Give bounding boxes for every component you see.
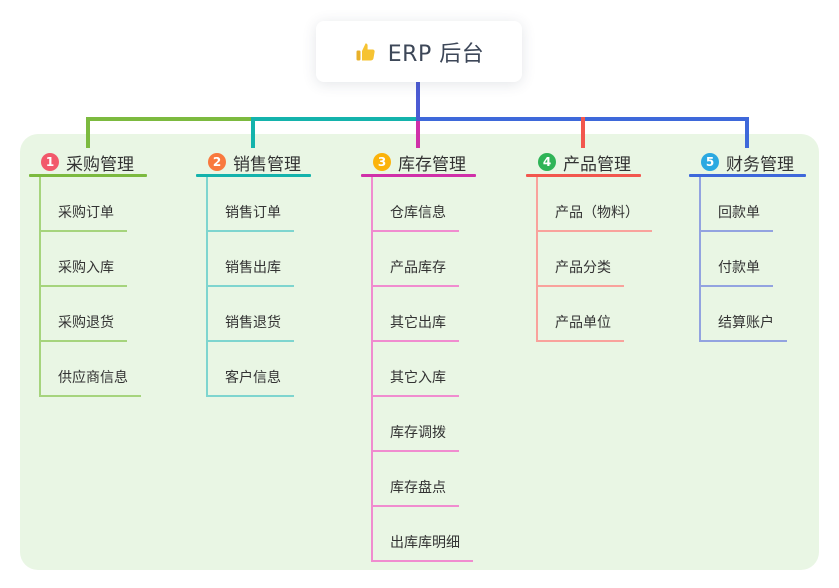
connector-left-horizontal <box>86 117 253 121</box>
branch-3-child-7[interactable]: 出库库明细 <box>373 507 473 562</box>
connector-branch3-drop <box>416 117 420 148</box>
branch-4-child-1[interactable]: 产品（物料） <box>538 177 652 232</box>
branch-3-child-2[interactable]: 产品库存 <box>373 232 459 287</box>
branch-1-child-2[interactable]: 采购入库 <box>41 232 127 287</box>
branch-5-title[interactable]: 5 财务管理 <box>689 152 806 175</box>
connector-root-stem <box>416 82 420 121</box>
thumbs-up-icon <box>354 40 378 64</box>
branch-3-children: 仓库信息产品库存其它出库其它入库库存调拨库存盘点出库库明细 <box>371 177 476 562</box>
branch-1-child-4[interactable]: 供应商信息 <box>41 342 141 397</box>
branch-4-children: 产品（物料）产品分类产品单位 <box>536 177 652 342</box>
root-node-label: ERP 后台 <box>387 41 485 67</box>
branch-3: 3 库存管理仓库信息产品库存其它出库其它入库库存调拨库存盘点出库库明细 <box>361 152 476 562</box>
branch-4-child-2[interactable]: 产品分类 <box>538 232 624 287</box>
connector-branch1-drop <box>86 117 90 148</box>
branch-2: 2 销售管理销售订单销售出库销售退货客户信息 <box>196 152 311 397</box>
branch-4-child-3[interactable]: 产品单位 <box>538 287 624 342</box>
branch-1-number-badge: 1 <box>41 153 59 171</box>
branch-3-number-badge: 3 <box>373 153 391 171</box>
branch-4-label: 产品管理 <box>563 154 631 175</box>
branch-3-child-3[interactable]: 其它出库 <box>373 287 459 342</box>
branch-3-child-6[interactable]: 库存盘点 <box>373 452 459 507</box>
branch-5: 5 财务管理回款单付款单结算账户 <box>689 152 806 342</box>
branch-1: 1 采购管理采购订单采购入库采购退货供应商信息 <box>29 152 147 397</box>
branch-1-children: 采购订单采购入库采购退货供应商信息 <box>39 177 147 397</box>
branch-5-underline <box>689 174 806 177</box>
branch-5-child-2[interactable]: 付款单 <box>701 232 773 287</box>
branch-2-number-badge: 2 <box>208 153 226 171</box>
branch-3-child-4[interactable]: 其它入库 <box>373 342 459 397</box>
branch-4-title[interactable]: 4 产品管理 <box>526 152 641 175</box>
branch-1-title[interactable]: 1 采购管理 <box>29 152 147 175</box>
branch-3-child-1[interactable]: 仓库信息 <box>373 177 459 232</box>
branch-1-underline <box>29 174 147 177</box>
connector-mid-horizontal <box>251 117 418 121</box>
branch-5-children: 回款单付款单结算账户 <box>699 177 806 342</box>
branch-3-child-5[interactable]: 库存调拨 <box>373 397 459 452</box>
branch-5-label: 财务管理 <box>726 154 794 175</box>
branch-1-child-1[interactable]: 采购订单 <box>41 177 127 232</box>
branch-2-children: 销售订单销售出库销售退货客户信息 <box>206 177 311 397</box>
branch-2-underline <box>196 174 311 177</box>
branch-4: 4 产品管理产品（物料）产品分类产品单位 <box>526 152 652 342</box>
branch-4-number-badge: 4 <box>538 153 556 171</box>
branch-2-child-3[interactable]: 销售退货 <box>208 287 294 342</box>
branches-background-panel <box>20 134 819 570</box>
branch-3-label: 库存管理 <box>398 154 466 175</box>
branch-4-underline <box>526 174 641 177</box>
branch-1-label: 采购管理 <box>66 154 134 175</box>
branch-1-child-3[interactable]: 采购退货 <box>41 287 127 342</box>
branch-2-label: 销售管理 <box>233 154 301 175</box>
branch-5-child-1[interactable]: 回款单 <box>701 177 773 232</box>
root-node[interactable]: ERP 后台 <box>316 21 522 82</box>
connector-branch2-drop <box>251 117 255 148</box>
connector-branch5-drop <box>745 117 749 148</box>
branch-2-child-2[interactable]: 销售出库 <box>208 232 294 287</box>
branch-5-number-badge: 5 <box>701 153 719 171</box>
connector-branch4-drop <box>581 117 585 148</box>
branch-2-title[interactable]: 2 销售管理 <box>196 152 311 175</box>
branch-2-child-1[interactable]: 销售订单 <box>208 177 294 232</box>
branch-5-child-3[interactable]: 结算账户 <box>701 287 787 342</box>
branch-2-child-4[interactable]: 客户信息 <box>208 342 294 397</box>
branch-3-underline <box>361 174 476 177</box>
branch-3-title[interactable]: 3 库存管理 <box>361 152 476 175</box>
